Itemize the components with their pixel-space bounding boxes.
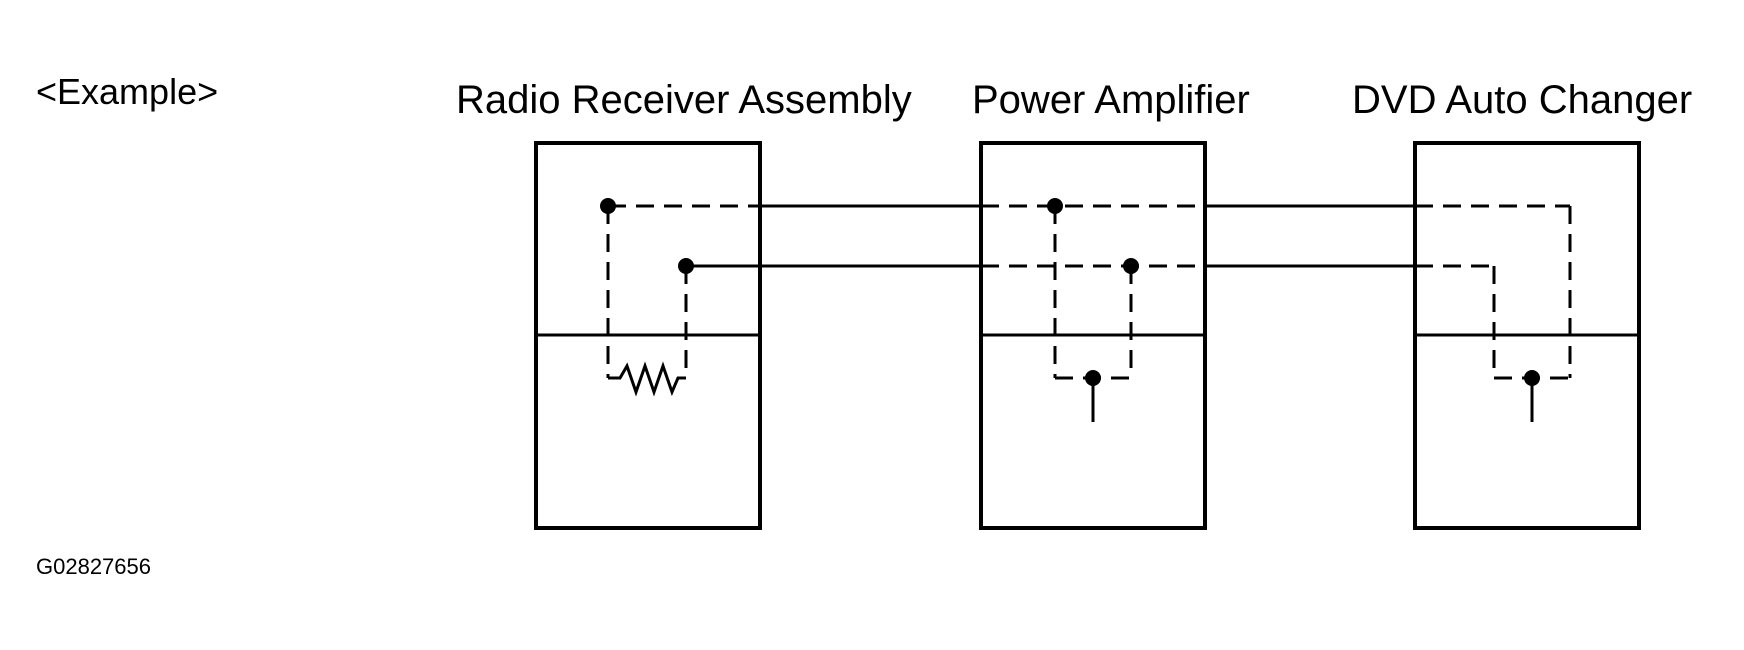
dvd-auto-changer-title: DVD Auto Changer: [1352, 78, 1693, 122]
junction-dot: [1123, 258, 1139, 274]
junction-dot: [600, 198, 616, 214]
junction-dot: [1047, 198, 1063, 214]
dvd-auto-changer-shield-path: [1415, 204, 1572, 380]
example-label: <Example>: [36, 71, 219, 112]
junction-dot: [678, 258, 694, 274]
radio-receiver-title: Radio Receiver Assembly: [456, 78, 912, 122]
figure-id: G02827656: [36, 554, 151, 579]
junction-dot: [1524, 370, 1540, 386]
junction-dot: [1085, 370, 1101, 386]
power-amplifier-shield-path: [981, 204, 1205, 380]
dvd-auto-changer-box: [1413, 141, 1641, 530]
power-amplifier-box: [979, 141, 1207, 530]
radio-receiver-box: [534, 141, 762, 530]
resistor-symbol: [608, 361, 686, 397]
radio-receiver-shield-path: [606, 204, 760, 378]
power-amplifier-title: Power Amplifier: [972, 78, 1250, 122]
